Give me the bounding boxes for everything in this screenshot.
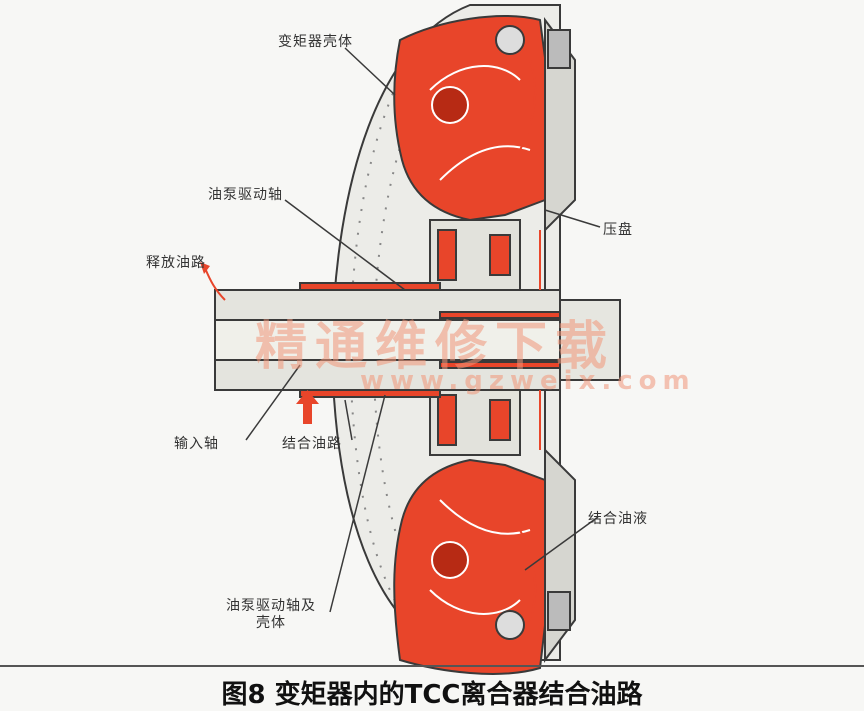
label-input-shaft: 输入轴	[174, 436, 219, 452]
release-oil-arrow	[200, 262, 226, 301]
watermark-url: www.gzweix.com	[360, 366, 696, 396]
apply-oil-arrow	[296, 390, 319, 424]
oil-flow-paths	[519, 59, 541, 621]
central-hub	[429, 219, 521, 456]
figure-caption: 图8 变矩器内的TCC离合器结合油路	[221, 680, 643, 710]
label-housing: 变矩器壳体	[278, 34, 353, 50]
label-apply-fluid: 结合油液	[588, 511, 648, 527]
lower-oil-chamber	[393, 458, 558, 675]
watermark-text: 精通维修下载	[255, 317, 616, 377]
input-shaft-assembly	[214, 282, 561, 398]
label-pump-drive-shaft-housing: 油泵驱动轴及壳体	[226, 598, 316, 631]
output-shaft	[559, 299, 621, 381]
label-release-oil-path: 释放油路	[146, 255, 206, 271]
label-pressure-plate: 压盘	[603, 222, 633, 238]
label-apply-oil-path: 结合油路	[282, 436, 342, 452]
caption-divider	[0, 665, 864, 667]
leader-lines	[245, 47, 601, 613]
label-pump-drive-shaft: 油泵驱动轴	[208, 187, 283, 203]
